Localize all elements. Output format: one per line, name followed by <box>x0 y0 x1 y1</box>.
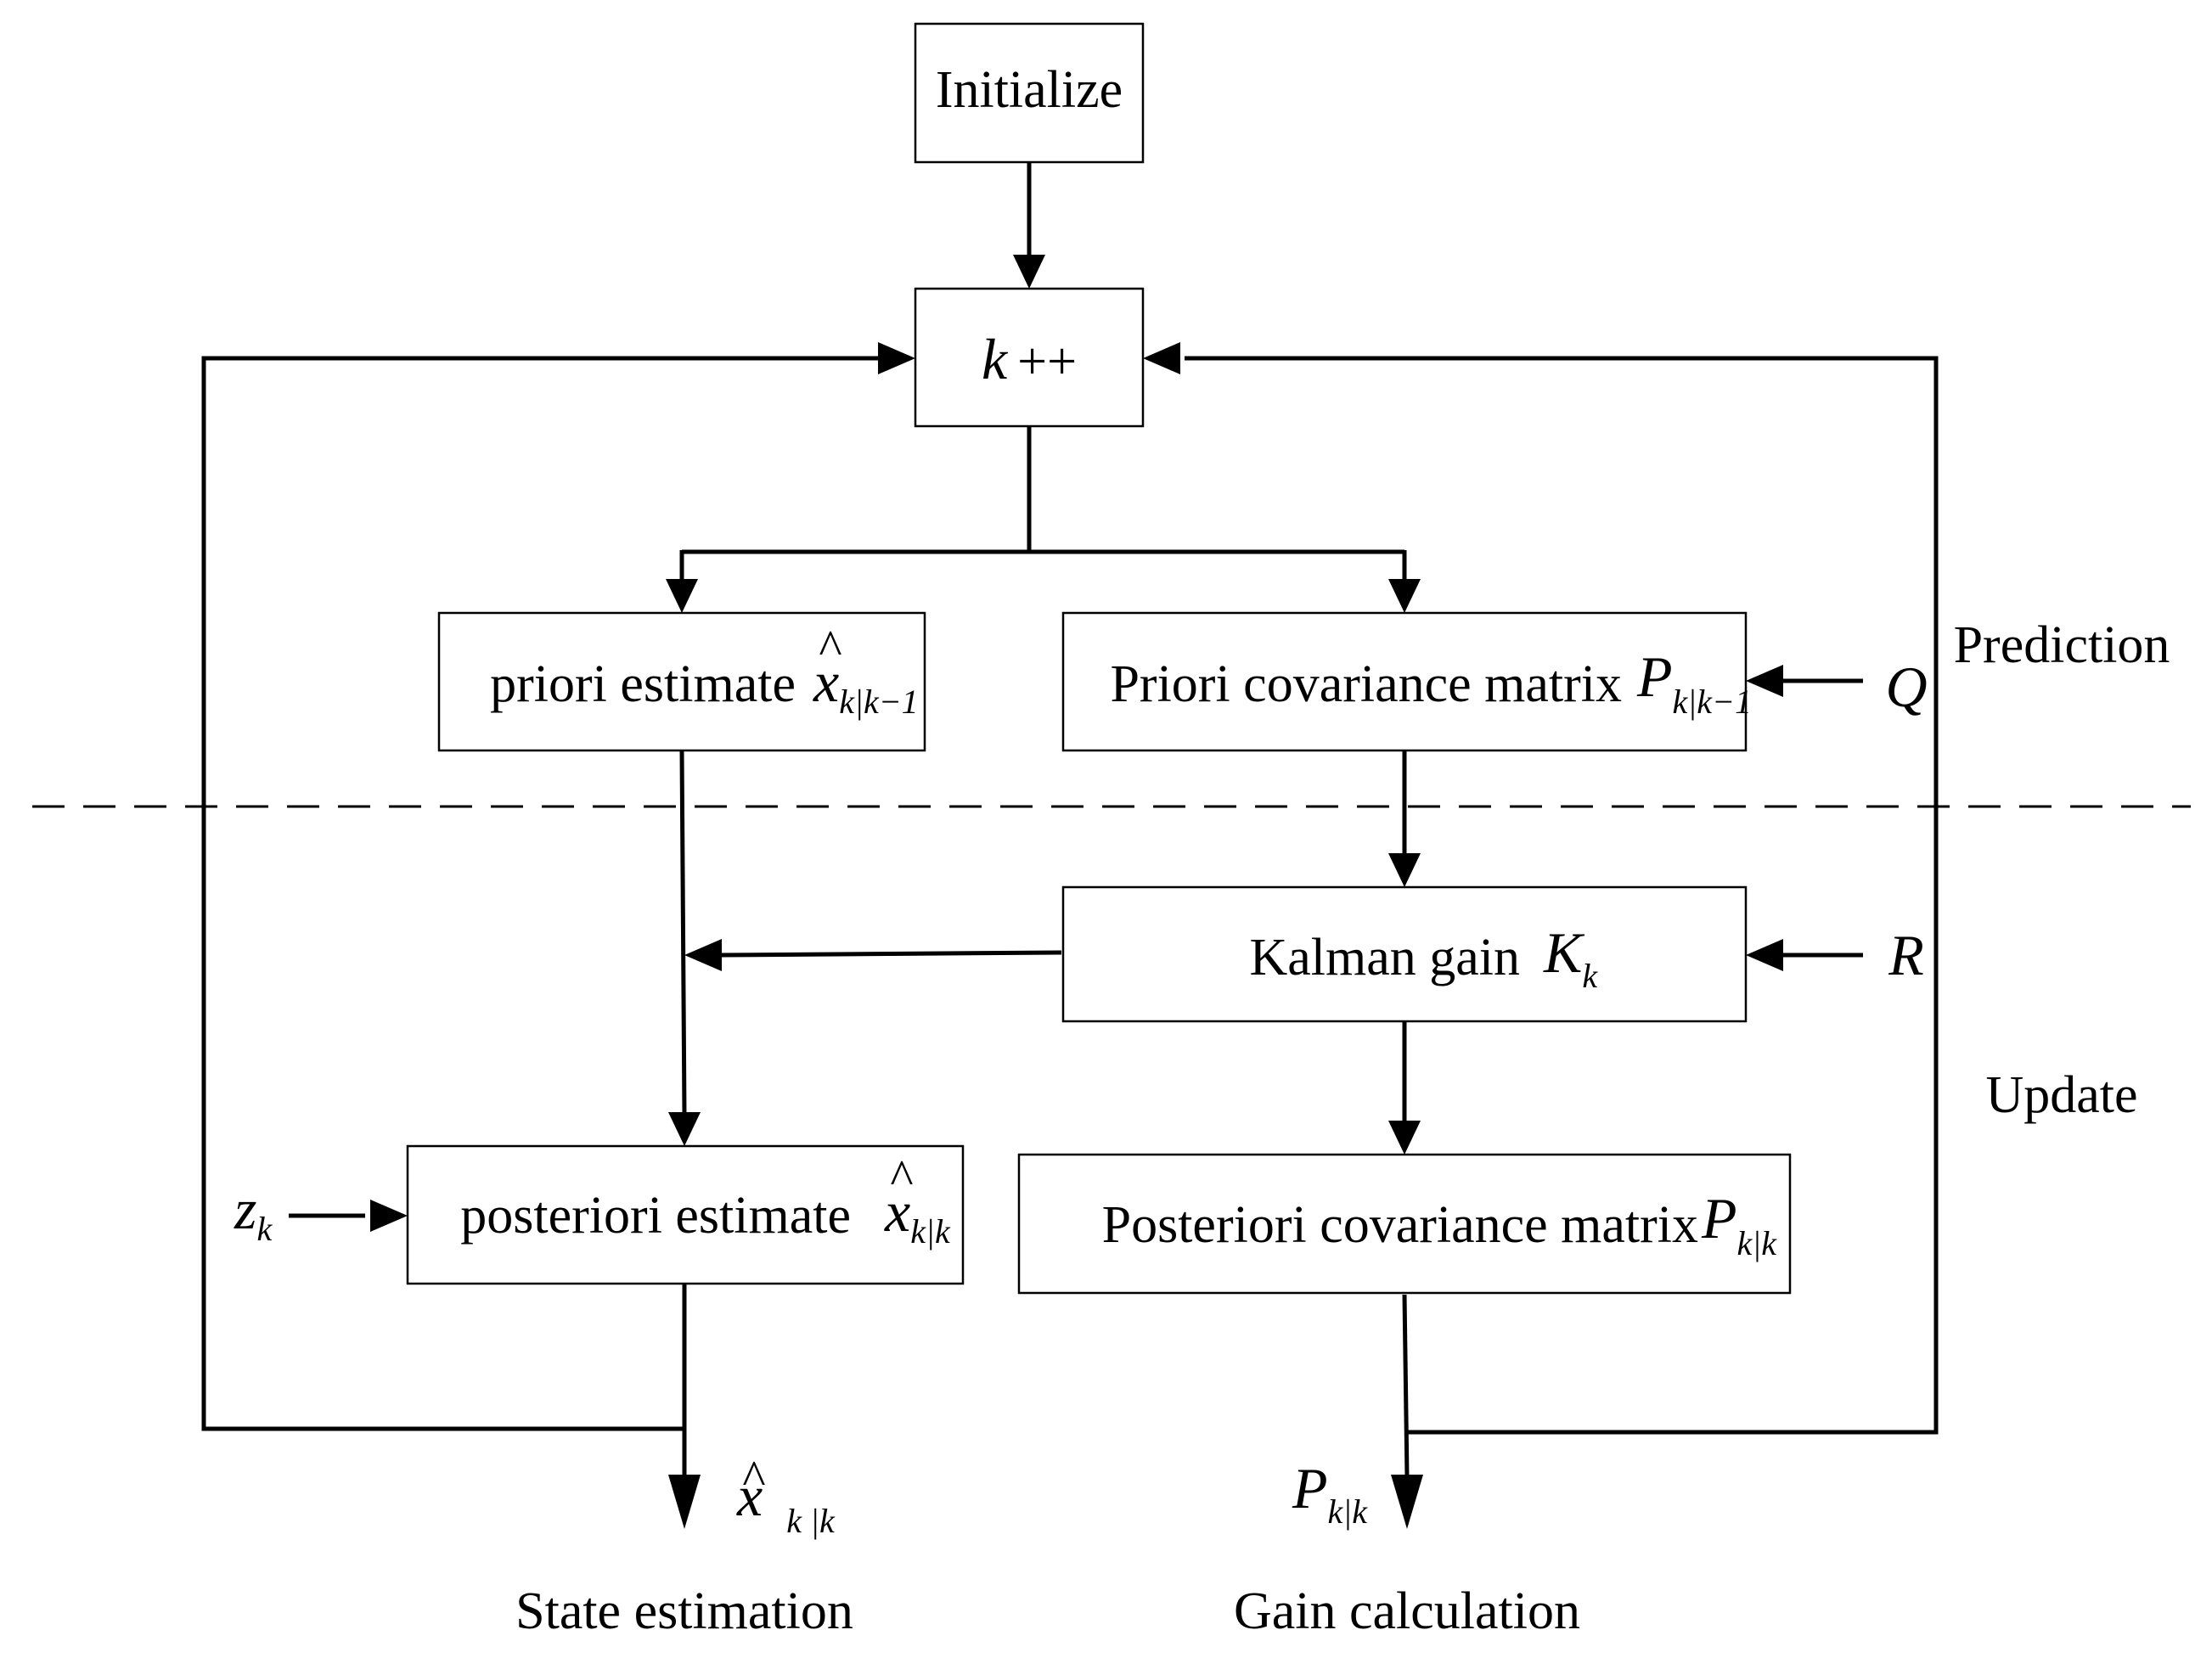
posteriori-estimate-math: xk|k <box>884 1179 951 1251</box>
connectors <box>201 162 1939 1478</box>
posteriori-covariance-symbol: P <box>1701 1186 1737 1251</box>
arrowhead-left-feedback <box>878 342 915 374</box>
output-state-symbol: x <box>736 1464 763 1528</box>
hat-symbol: ^ <box>742 1450 765 1505</box>
arrowheads <box>370 255 1783 1529</box>
box-k-increment: k++ <box>914 287 1145 428</box>
output-state: x k |k <box>736 1464 836 1540</box>
k-variable: k <box>982 327 1009 391</box>
kalman-gain-math: Kk <box>1543 920 1598 995</box>
arrowhead-into-posteriori-covariance <box>1388 1121 1421 1155</box>
arrowhead-into-priori-estimate <box>666 579 698 613</box>
hat-symbol: ^ <box>890 1149 913 1205</box>
input-q: Q <box>1885 655 1927 719</box>
hat-symbol: ^ <box>819 620 841 675</box>
output-covariance: Pk|k <box>1292 1456 1368 1531</box>
input-z: zk <box>234 1177 273 1248</box>
arrowhead-covariance-output <box>1391 1475 1423 1529</box>
box-kalman-gain: Kalman gain Kk <box>1061 885 1748 1023</box>
arrowhead-z-input <box>370 1200 408 1232</box>
section-update: Update <box>1985 1066 2137 1124</box>
connector-left-feedback <box>201 356 879 1431</box>
priori-covariance-symbol: P <box>1636 644 1673 709</box>
priori-covariance-label: Priori covariance matrix <box>1110 655 1622 713</box>
kalman-gain-label: Kalman gain <box>1249 929 1520 986</box>
output-covariance-symbol: P <box>1292 1456 1328 1520</box>
priori-estimate-label: priori estimate <box>490 655 796 713</box>
input-z-subscript: k <box>256 1210 273 1248</box>
box-posteriori-estimate: posteriori estimate ^ xk|k <box>406 1144 965 1285</box>
priori-covariance-subscript: k|k−1 <box>1673 683 1753 721</box>
box-priori-estimate: priori estimate ^ xk|k−1 <box>437 611 926 752</box>
initialize-label: Initialize <box>936 61 1123 119</box>
connector-gain-to-estimate <box>721 950 1062 958</box>
output-covariance-subscript: k|k <box>1328 1492 1369 1531</box>
output-state-subscript: k |k <box>786 1502 836 1540</box>
priori-estimate-subscript: k|k−1 <box>839 683 919 721</box>
connector-right-feedback <box>1185 356 1939 1435</box>
kalman-gain-symbol: K <box>1543 920 1585 985</box>
posteriori-covariance-subscript: k|k <box>1737 1224 1778 1262</box>
caption-state-estimation: State estimation <box>515 1582 853 1640</box>
caption-gain-calculation: Gain calculation <box>1234 1582 1580 1640</box>
priori-estimate-math: xk|k−1 <box>813 649 919 721</box>
input-r: R <box>1888 923 1924 987</box>
arrowhead-into-k <box>1013 255 1045 289</box>
posteriori-covariance-label: Posteriori covariance matrix <box>1102 1196 1698 1254</box>
arrowhead-into-posteriori-estimate <box>668 1112 701 1146</box>
posteriori-estimate-label: posteriori estimate <box>460 1187 851 1245</box>
arrowhead-into-priori-covariance <box>1388 579 1421 613</box>
arrowhead-right-feedback <box>1143 342 1180 374</box>
box-posteriori-covariance: Posteriori covariance matrix Pk|k <box>1017 1153 1792 1295</box>
arrowhead-gain-to-estimate <box>684 939 722 971</box>
box-initialize: Initialize <box>914 22 1145 164</box>
increment-operator: ++ <box>1017 333 1077 391</box>
posteriori-estimate-symbol: x <box>884 1179 910 1244</box>
kalman-gain-subscript: k <box>1582 957 1598 995</box>
k-increment-label: k++ <box>982 327 1077 391</box>
arrowhead-into-kalman-gain <box>1388 853 1421 887</box>
arrowhead-r-input <box>1746 939 1783 971</box>
connector-covariance-output <box>1402 1294 1410 1478</box>
connector-priori-to-posteriori <box>679 750 687 1117</box>
arrowhead-q-input <box>1746 665 1783 697</box>
priori-covariance-math: Pk|k−1 <box>1636 644 1752 721</box>
box-priori-covariance: Priori covariance matrix Pk|k−1 <box>1061 611 1752 752</box>
arrowhead-estimate-output <box>668 1475 701 1529</box>
priori-estimate-symbol: x <box>813 649 839 714</box>
section-prediction: Prediction <box>1954 616 2170 674</box>
posteriori-covariance-math: Pk|k <box>1701 1186 1777 1262</box>
input-z-symbol: z <box>234 1177 256 1241</box>
posteriori-estimate-subscript: k|k <box>910 1212 951 1251</box>
